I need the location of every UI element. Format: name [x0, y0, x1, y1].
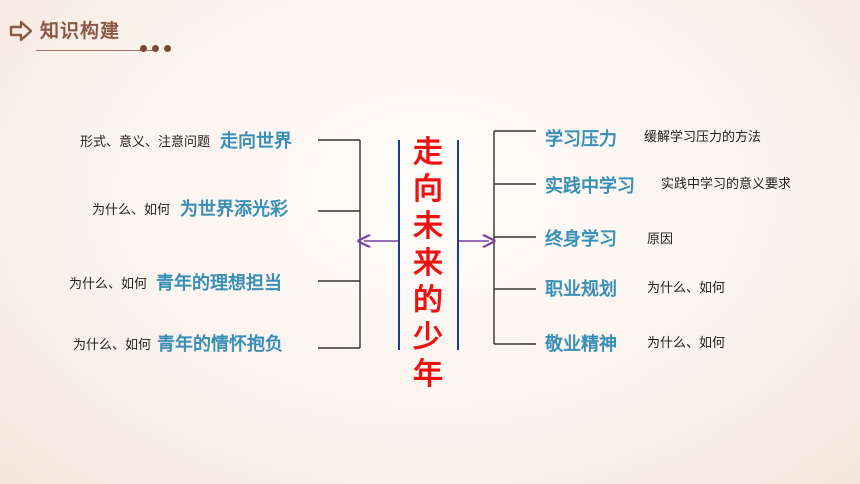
left-topic-3: 青年的理想担当: [156, 273, 282, 294]
left-note-1: 形式、意义、注意问题: [79, 135, 210, 150]
header-underline: [36, 50, 154, 51]
arrow-right-icon: [9, 20, 33, 42]
right-topic-2: 实践中学习: [545, 176, 635, 197]
center-right-border: [457, 140, 459, 350]
right-topic-4: 职业规划: [545, 279, 617, 300]
right-topic-1: 学习压力: [545, 129, 617, 150]
page-title: 知识构建: [40, 20, 121, 42]
left-topic-2: 为世界添光彩: [180, 199, 288, 220]
header-dots: [140, 45, 171, 52]
center-title: 走向未来的少年: [413, 135, 443, 392]
left-topic-4: 青年的情怀抱负: [157, 334, 283, 355]
left-note-4: 为什么、如何: [72, 338, 151, 353]
left-note-3: 为什么、如何: [68, 277, 147, 292]
right-topic-3: 终身学习: [545, 229, 617, 250]
right-note-5: 为什么、如何: [647, 336, 726, 351]
right-note-2: 实践中学习的意义要求: [661, 177, 792, 192]
right-note-3: 原因: [647, 232, 674, 247]
right-topic-5: 敬业精神: [545, 334, 617, 355]
right-note-4: 为什么、如何: [647, 281, 726, 296]
right-note-1: 缓解学习压力的方法: [644, 130, 762, 145]
left-note-2: 为什么、如何: [91, 203, 170, 218]
left-topic-1: 走向世界: [220, 131, 292, 152]
center-left-border: [398, 140, 400, 350]
